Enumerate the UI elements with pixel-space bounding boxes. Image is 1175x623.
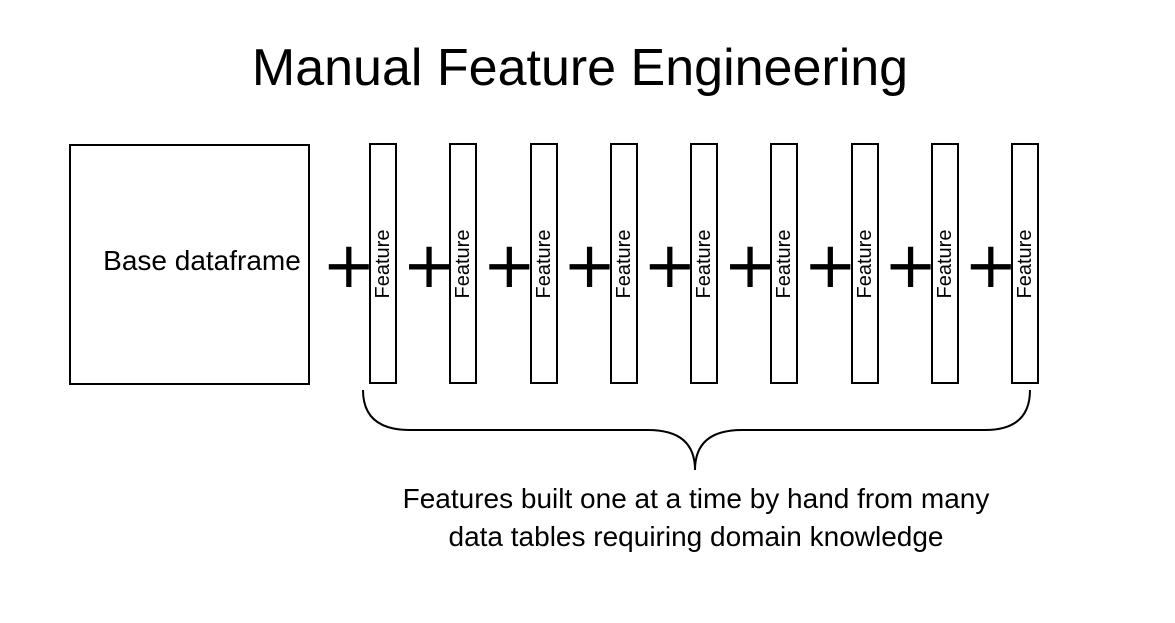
feature-column: Feature [690,143,718,384]
feature-column: Feature [930,143,959,384]
feature-column: Feature [1011,143,1039,384]
caption: Features built one at a time by hand fro… [330,480,1062,556]
plus-sign: + [643,229,697,303]
feature-column: Feature [449,143,478,384]
base-dataframe-box [69,144,310,385]
plus-sign: + [562,229,617,303]
plus-sign: + [803,229,858,303]
plus-sign: + [402,229,456,303]
curly-brace-path [362,389,1031,471]
diagram-title: Manual Feature Engineering [251,39,909,97]
feature-column: Feature [529,143,558,384]
base-dataframe-label: Base dataframe [103,245,301,276]
feature-column: Feature [770,143,799,384]
feature-column: Feature [850,143,879,384]
plus-sign: + [482,229,537,303]
caption-line-2: data tables requiring domain knowledge [448,521,944,552]
plus-sign: + [322,229,376,303]
caption-line-1: Features built one at a time by hand fro… [402,483,990,514]
plus-sign: + [964,229,1018,303]
feature-column: Feature [609,143,638,384]
plus-sign: + [723,229,777,303]
plus-sign: + [883,229,938,303]
feature-column: Feature [369,143,397,384]
